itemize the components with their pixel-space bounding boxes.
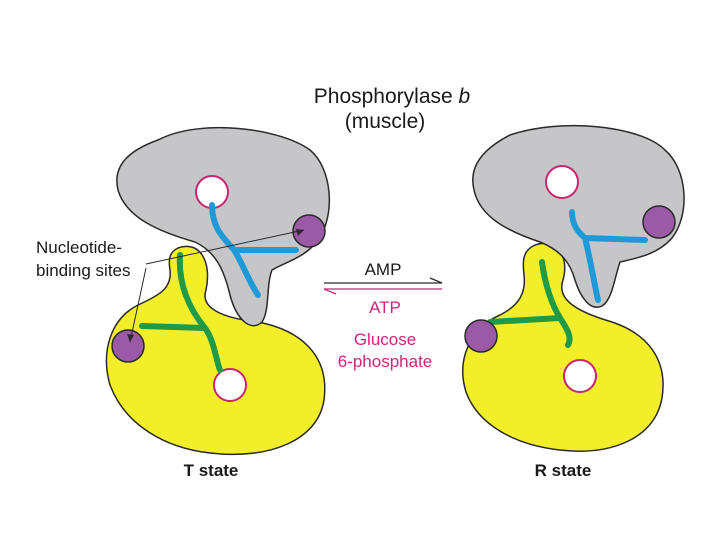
r-green-chain xyxy=(487,259,573,348)
forward-arrow-half-head xyxy=(429,277,443,284)
t-nucleotide-site-yellow xyxy=(111,329,145,363)
reverse-arrow-half-head xyxy=(323,288,337,295)
callout-line2: binding sites xyxy=(36,261,131,280)
t-green-chain xyxy=(139,252,223,373)
forward-effector-label: AMP xyxy=(365,260,402,279)
r-state-enzyme xyxy=(462,124,685,452)
callout-arrow-lower xyxy=(129,267,147,343)
reverse-effector-glucose: Glucose xyxy=(354,330,416,349)
t-catalytic-site-bottom xyxy=(213,368,247,402)
diagram-subtitle: (muscle) xyxy=(345,110,426,133)
callout-arrow-upper xyxy=(145,229,305,265)
reverse-effector-phosphate: 6-phosphate xyxy=(338,352,433,371)
r-nucleotide-site-gray xyxy=(642,205,676,239)
callout-arrowhead-lower xyxy=(127,334,134,342)
title-italic: b xyxy=(459,85,471,108)
callout-arrows xyxy=(127,229,305,343)
diagram-title: Phosphorylase b xyxy=(314,85,471,108)
t-gray-subunit xyxy=(116,126,331,327)
r-gray-subunit xyxy=(472,124,685,309)
equilibrium-arrows xyxy=(323,277,443,295)
t-blue-chain xyxy=(209,202,299,298)
t-nucleotide-site-gray xyxy=(292,214,326,248)
callout-arrowhead-upper xyxy=(296,229,304,236)
r-catalytic-site-top xyxy=(545,165,579,199)
t-state-enzyme xyxy=(105,126,331,456)
reverse-effector-atp: ATP xyxy=(369,298,401,317)
r-blue-chain xyxy=(569,209,648,303)
r-catalytic-site-bottom xyxy=(563,359,597,393)
r-yellow-subunit xyxy=(462,242,664,452)
callout-line1: Nucleotide- xyxy=(36,238,122,257)
r-state-label: R state xyxy=(535,461,592,480)
t-state-label: T state xyxy=(184,461,239,480)
title-prefix: Phosphorylase xyxy=(314,85,459,108)
r-nucleotide-site-yellow xyxy=(464,319,498,353)
